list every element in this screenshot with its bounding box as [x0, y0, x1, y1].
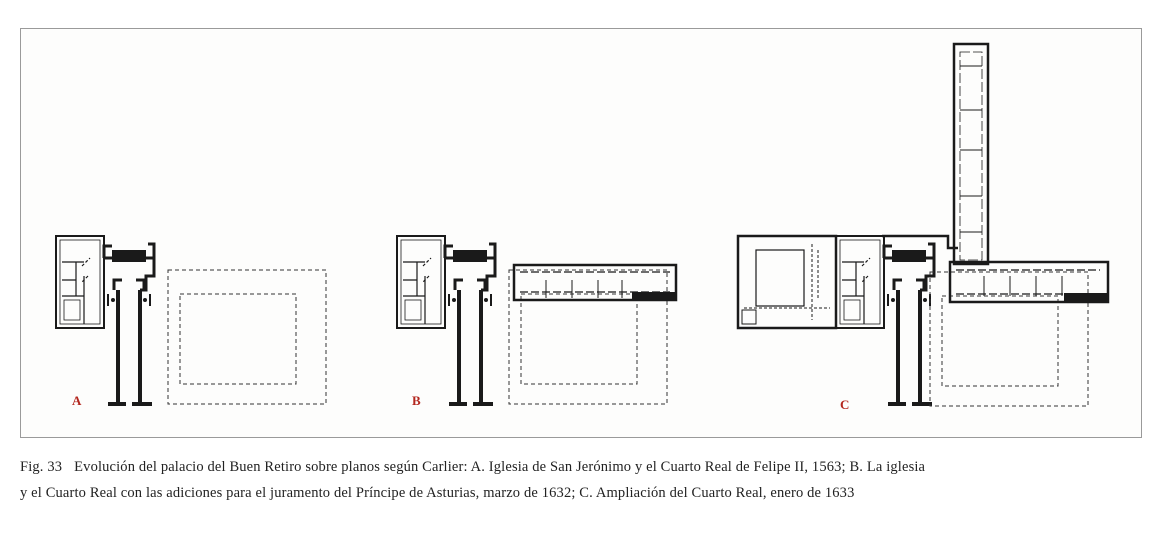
- plan-b: [395, 234, 678, 406]
- plan-label-c: C: [840, 397, 850, 412]
- figure-number: Fig. 33: [20, 459, 63, 475]
- plan-a: [54, 234, 327, 406]
- plan-label-b: B: [412, 393, 421, 408]
- caption-text-1: Evolución del palacio del Buen Retiro so…: [74, 459, 926, 475]
- caption-line-2: y el Cuarto Real con las adiciones para …: [20, 485, 855, 501]
- caption-line-1: Fig. 33 Evolución del palacio del Buen Re…: [20, 454, 1130, 480]
- plan-label-a: A: [72, 393, 82, 408]
- plan-c: [736, 42, 1110, 407]
- figure-caption: Fig. 33 Evolución del palacio del Buen Re…: [20, 454, 1130, 506]
